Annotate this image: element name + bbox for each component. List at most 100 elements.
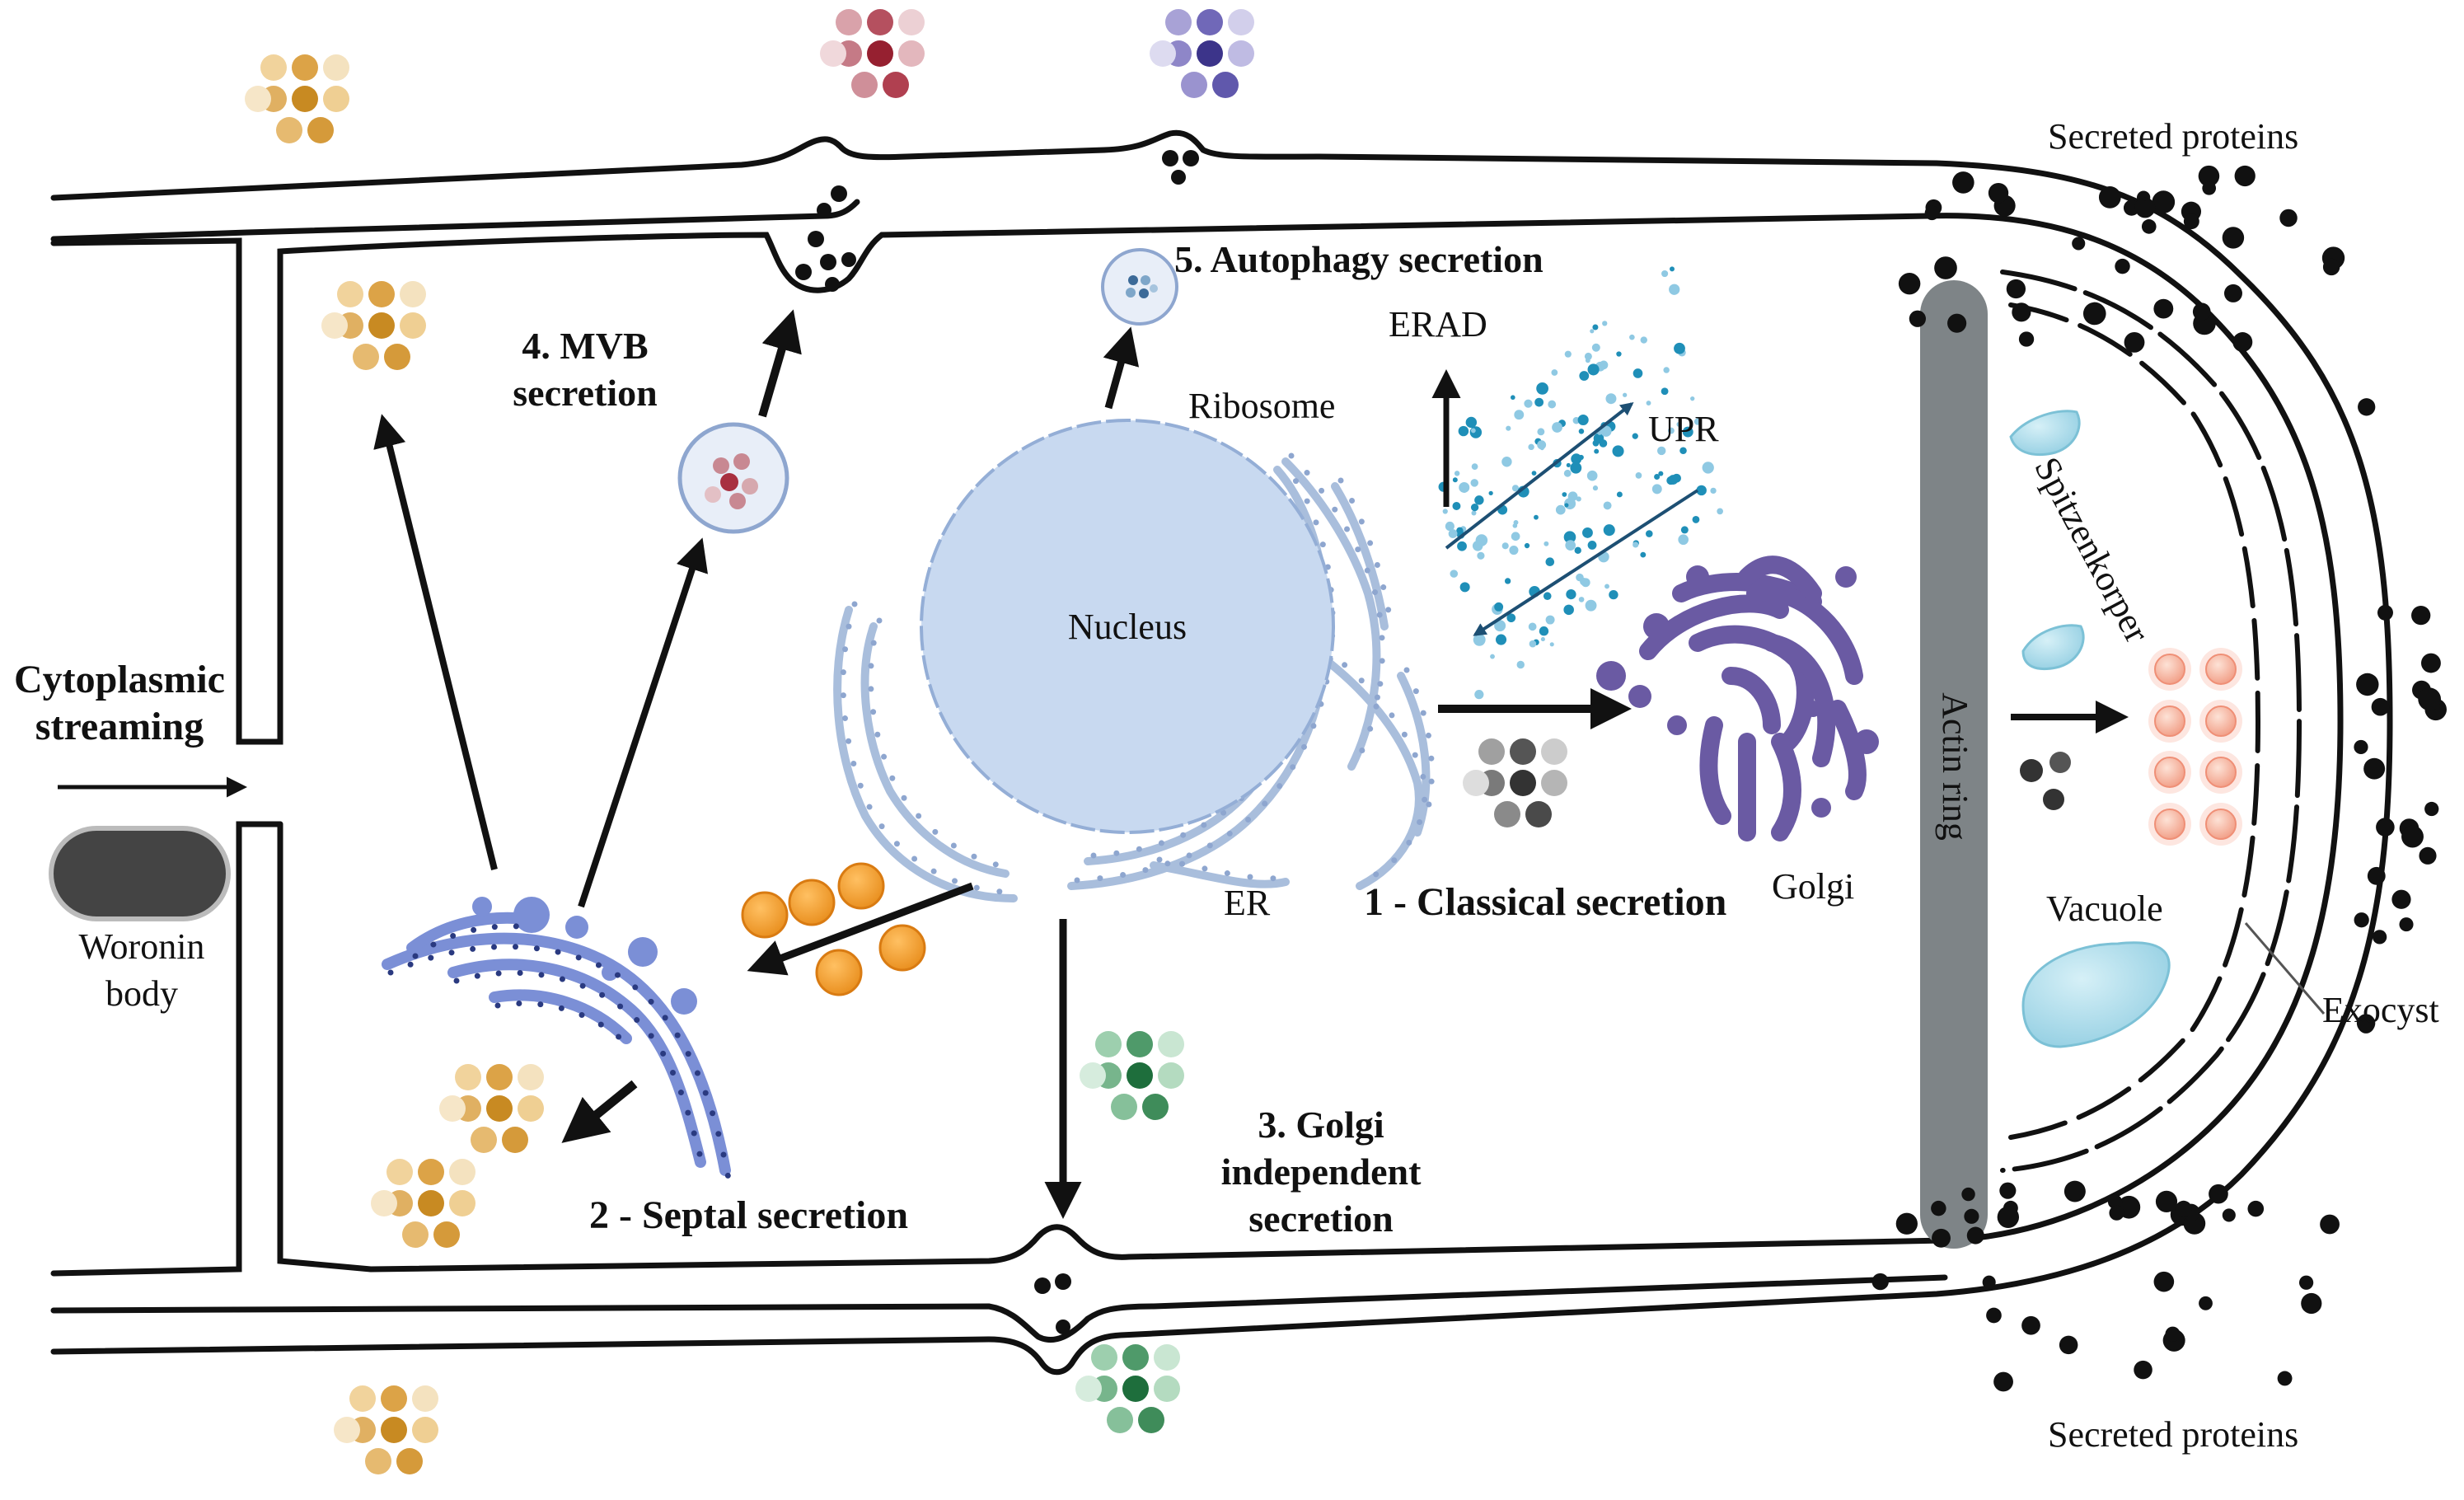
- woronin-body-label-line2: body: [105, 973, 178, 1014]
- upr-dot: [1470, 428, 1476, 434]
- upr-dot: [1584, 352, 1592, 360]
- secreted-protein-dot: [2134, 1360, 2152, 1380]
- ribosome-dot: [1422, 796, 1428, 803]
- septal-ribosome-dot: [579, 982, 586, 989]
- secreted-protein-dot: [2134, 199, 2149, 214]
- tan-cluster-septal-a-protein: [471, 1127, 497, 1153]
- septal-ribosome-dot: [428, 954, 434, 961]
- mvb-vesicle: [677, 422, 789, 534]
- tan-cluster-septal-a-protein: [455, 1064, 481, 1090]
- ribosome-dot: [893, 841, 900, 847]
- upr-dot: [1474, 495, 1484, 505]
- red-cluster-top-protein: [820, 40, 846, 67]
- green-cluster-bottom-protein: [1154, 1376, 1180, 1402]
- secreted-protein-dot: [2198, 165, 2220, 187]
- tan-cluster-septal-b: [371, 1159, 475, 1248]
- upr-dot: [1545, 557, 1555, 566]
- upr-dot: [1528, 622, 1537, 631]
- septal-ribosome-dot: [614, 972, 621, 978]
- golgi-independent-label-line2: independent: [1221, 1151, 1422, 1193]
- septal-ribosome-dot: [491, 924, 498, 930]
- spitzenkorper-region: [2009, 410, 2326, 1048]
- hyphal-wall-inner: [50, 213, 2344, 1343]
- tan-cluster-bottom-protein: [412, 1385, 438, 1412]
- secreted-protein-dot: [1871, 1273, 1889, 1291]
- upr-dot: [1495, 634, 1507, 645]
- secreted-protein-dot: [2059, 1335, 2078, 1355]
- grey-cluster-classical-protein: [1478, 738, 1505, 765]
- ribosome-dot: [1290, 764, 1296, 771]
- upr-dot: [1537, 440, 1547, 450]
- upr-dot: [1543, 592, 1552, 601]
- septal-ribosome-dot: [720, 1151, 727, 1158]
- secreted-protein-dot: [1986, 1307, 2002, 1324]
- ribosome-dot: [1358, 518, 1365, 525]
- ribosome-dot: [1406, 839, 1412, 846]
- tan-cluster-septal-a-protein: [502, 1127, 528, 1153]
- upr-dot: [1448, 529, 1458, 538]
- upr-dot: [1471, 510, 1477, 516]
- ribosome-dot: [1379, 658, 1385, 664]
- ribosome-dot: [1337, 477, 1344, 484]
- cytoplasmic-streaming-label-line2: streaming: [35, 705, 204, 748]
- upr-dot: [1576, 496, 1581, 502]
- tan-cluster-top-protein: [323, 54, 349, 81]
- ribosome-dot: [1186, 852, 1192, 859]
- golgi-label: Golgi: [1772, 866, 1854, 907]
- ribosome-dot: [851, 601, 858, 607]
- ribosome-dot: [1142, 867, 1149, 874]
- secreted-protein-dot: [2232, 332, 2253, 353]
- green-cluster-bottom-protein: [1075, 1376, 1102, 1402]
- secreted-protein-dot: [2223, 284, 2242, 302]
- septal-ribosome-dot: [494, 1002, 501, 1009]
- ribosome-dot: [868, 686, 874, 692]
- ribosome-dot: [1097, 875, 1103, 882]
- upr-dot: [1528, 443, 1534, 451]
- secreted-protein-dot: [1964, 1208, 1979, 1224]
- septal-ribosome-dot: [575, 954, 582, 961]
- secreted-protein-dot: [2322, 258, 2340, 276]
- secreted-protein-dot: [2372, 930, 2387, 945]
- golgi-vesicles: [1596, 565, 1879, 818]
- green-cluster-bottom-protein: [1091, 1344, 1117, 1371]
- septal-ribosome-dot: [430, 941, 437, 948]
- upr-dot: [1524, 399, 1533, 408]
- ribosome-dot: [841, 715, 848, 722]
- septal-ribosome-dot: [513, 923, 519, 930]
- septal-ribosome-dot: [715, 1131, 722, 1137]
- secreted-protein-dot: [2012, 302, 2031, 322]
- upr-dot: [1629, 334, 1635, 340]
- upr-dot: [1452, 477, 1458, 483]
- ribosome-dot: [846, 623, 852, 630]
- upr-dot: [1577, 414, 1589, 426]
- upr-dot: [1473, 633, 1486, 646]
- secreted-proteins-top-label: Secreted proteins: [2048, 116, 2298, 157]
- upr-dot: [1667, 427, 1675, 434]
- upr-dot: [1442, 509, 1448, 514]
- secreted-protein-dot: [2124, 331, 2145, 353]
- upr-dot: [1539, 626, 1549, 636]
- upr-dot: [1470, 479, 1478, 487]
- septal-ribosome-dot: [632, 984, 639, 991]
- tan-cluster-left-protein: [368, 281, 395, 307]
- upr-dot: [1494, 620, 1506, 632]
- tan-cluster-septal-b-protein: [371, 1190, 397, 1216]
- septal-ribosome-dot: [595, 962, 602, 968]
- secreted-protein-dot: [2354, 912, 2369, 928]
- ribosome-dot: [1355, 546, 1361, 553]
- upr-dot: [1669, 284, 1680, 295]
- tan-cluster-bottom-protein: [381, 1385, 407, 1412]
- secreted-protein-dot: [2165, 1326, 2181, 1342]
- septal-ribosome-dot: [696, 1151, 703, 1157]
- ribosome-dot: [870, 709, 877, 715]
- upr-dot: [1490, 654, 1495, 659]
- secreted-protein-dot: [2222, 1208, 2236, 1222]
- upr-dot: [1612, 445, 1624, 457]
- ribosome-dot: [840, 692, 846, 699]
- septal-ribosome-dot: [685, 1109, 691, 1116]
- secreted-protein-dots: [1871, 165, 2447, 1392]
- diagram-labels: Secreted proteins Secreted proteins 5. A…: [14, 116, 2439, 1455]
- upr-dot: [1511, 485, 1520, 492]
- secreted-protein-dot: [2006, 279, 2026, 299]
- secreted-protein-dot: [2109, 1205, 2124, 1221]
